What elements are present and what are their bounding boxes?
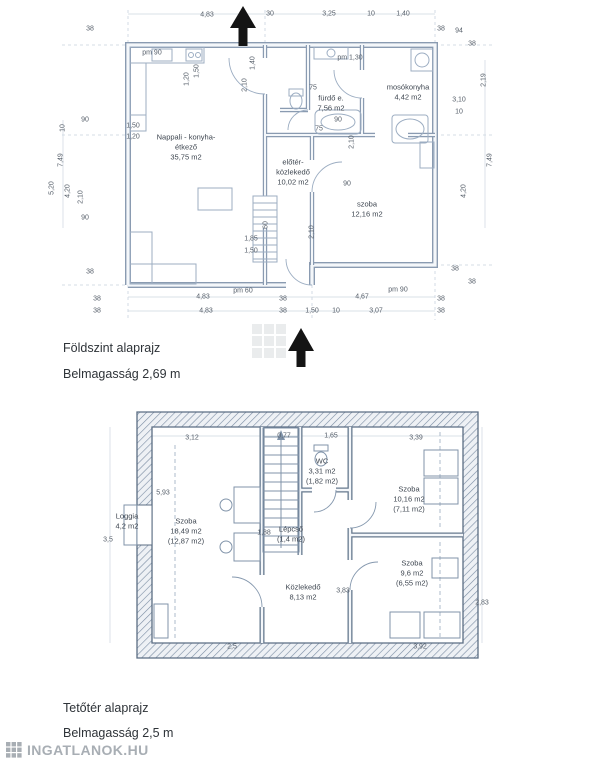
watermark: INGATLANOK.HU	[6, 742, 149, 758]
stairs-ground-icon	[252, 195, 278, 263]
attic-caption: Tetőtér alaprajz	[63, 701, 149, 715]
loggia-balcony	[123, 504, 138, 546]
north-arrow-entrance-icon	[288, 328, 314, 367]
watermark-logo-icon	[6, 742, 22, 758]
stairs-direction-arrow-icon	[277, 430, 285, 440]
sofa	[129, 231, 197, 285]
bathroom-fixtures	[288, 46, 362, 135]
attic-wc-toilet	[313, 444, 329, 467]
watermark-text: INGATLANOK.HU	[27, 742, 149, 758]
north-arrow-top-icon	[230, 6, 256, 46]
ground-floor-height-note: Belmagasság 2,69 m	[63, 367, 181, 381]
attic-desks	[219, 486, 261, 562]
stairs-attic-icon	[262, 427, 300, 553]
faint-logo-watermark-icon	[252, 324, 286, 358]
attic-height-note: Belmagasság 2,5 m	[63, 726, 174, 740]
laundry-fixtures	[391, 48, 435, 169]
ground-floor-caption: Földszint alaprajz	[63, 341, 161, 355]
dining-table	[197, 187, 233, 211]
ground-floor-plan-drawing	[62, 10, 494, 320]
attic-bedroom-furniture	[153, 449, 461, 639]
kitchen-counter	[129, 46, 205, 132]
attic-plan-drawing	[109, 411, 483, 659]
